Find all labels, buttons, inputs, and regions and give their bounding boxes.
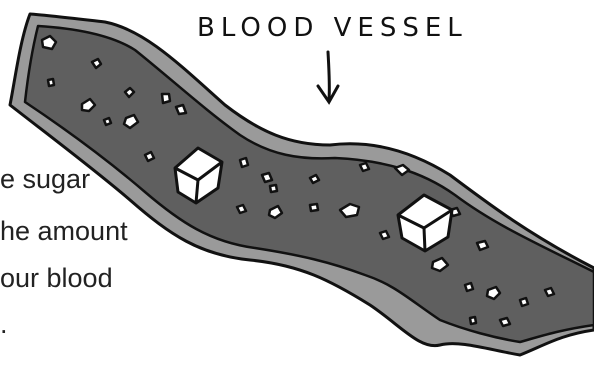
particle xyxy=(237,205,246,213)
arrow-down-icon xyxy=(318,52,338,102)
particle xyxy=(262,173,272,182)
particle xyxy=(310,175,319,183)
particle xyxy=(470,317,476,324)
particle xyxy=(270,185,277,192)
particle xyxy=(48,79,54,86)
caption-line: our blood xyxy=(0,263,113,293)
particle xyxy=(465,283,473,291)
caption: e sugar he amount our blood . xyxy=(0,164,128,339)
blood-vessel-label: BLOOD VESSEL xyxy=(197,13,468,43)
caption-line: e sugar xyxy=(0,164,90,194)
particle xyxy=(310,204,318,211)
particle xyxy=(520,298,528,306)
particle xyxy=(176,105,186,114)
caption-line: he amount xyxy=(0,216,128,246)
particle xyxy=(240,158,248,167)
particle xyxy=(145,152,154,161)
particle xyxy=(500,318,510,326)
caption-line: . xyxy=(0,309,8,339)
particle xyxy=(162,94,170,103)
particle xyxy=(104,118,111,125)
particle xyxy=(545,288,554,296)
particle xyxy=(477,241,488,250)
particle xyxy=(380,231,389,239)
particle xyxy=(360,163,369,171)
